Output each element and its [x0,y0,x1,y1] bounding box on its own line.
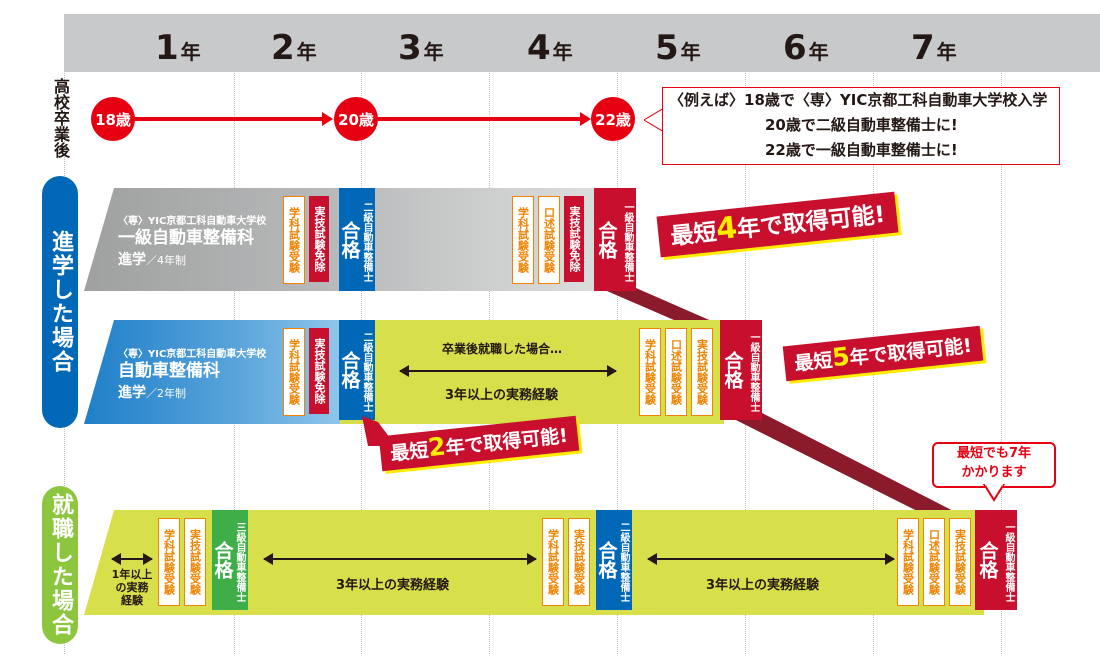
written-exam-r1: 学科試験受験 [283,196,305,284]
seven-years-bubble-tail [982,484,1006,502]
experience-label-r3-b: 3年以上の実務経験 [706,578,820,593]
written-exam-r3-b: 学科試験受験 [542,518,564,606]
practical-exempt-r1: 実技試験免除 [309,196,329,282]
written-exam-r2: 学科試験受験 [283,328,305,416]
timeline-arrow-2 [580,112,591,126]
pass-grade2-r2: 合格 二級自動車整備士 [339,320,375,420]
pass-grade2-r3: 合格 二級自動車整備士 [596,510,632,610]
practical-exam-r3-c: 実技試験受験 [949,518,971,606]
experience-1yr-label: 1年以上 の実務 経験 [111,568,153,607]
pass-grade1-r2: 合格 一級自動車整備士 [720,320,762,420]
example-callout: 〈例えば〉18歳で〈専〉YIC京都工科自動車大学校入学 20歳で二級自動車整備士… [662,87,1060,165]
practical-exam-r3-b: 実技試験受験 [568,518,590,606]
pass-grade1-r3: 合格 一級自動車整備士 [975,510,1017,610]
grid-line [873,14,874,654]
experience-label-r2: 3年以上の実務経験 [445,388,559,403]
oral-exam-r2: 口述試験受験 [665,328,687,416]
section-shingaku: 進学した場合 [42,176,78,428]
timeline-line-2 [360,117,582,121]
example-line-2: 20歳で二級自動車整備士に! [765,116,958,134]
experience-arrow-r3-b [647,553,895,565]
timeline-label: 高校卒業後 [51,78,70,158]
timeline-arrow-1 [322,112,333,126]
written-exam-r3-c: 学科試験受験 [897,518,919,606]
experience-arrow-r3-1yr [111,553,153,565]
experience-label-r3-a: 3年以上の実務経験 [336,578,450,593]
course-row1: 〈専〉YIC京都工科自動車大学校 一級自動車整備科 進学／4年制 [118,216,267,268]
oral-exam-r3: 口述試験受験 [923,518,945,606]
practical-exam-r3: 実技試験受験 [184,518,206,606]
practical-exempt-r1-b: 実技試験免除 [564,196,584,282]
callout-pointer [644,108,664,132]
written-exam-r2-b: 学科試験受験 [639,328,661,416]
oral-exam-r1: 口述試験受験 [538,196,560,284]
section-shushoku: 就職した場合 [42,486,78,644]
pass-grade1-r1: 合格 一級自動車整備士 [594,188,636,291]
age-20: 20歳 [334,97,378,141]
pass-grade2-r1: 合格 二級自動車整備士 [339,188,375,291]
age-22: 22歳 [591,97,635,141]
experience-arrow-r3-a [263,553,537,565]
practical-exempt-r2: 実技試験免除 [309,328,329,414]
after-graduation-label: 卒業後就職した場合… [442,342,563,356]
grid-line [1001,14,1002,654]
age-18: 18歳 [91,97,135,141]
written-exam-r1-b: 学科試験受験 [512,196,534,284]
course-row2: 〈専〉YIC京都工科自動車大学校 自動車整備科 進学／2年制 [118,349,267,401]
year-header [64,14,1100,72]
pass-grade3-r3: 合格 三級自動車整備士 [212,510,248,610]
practical-exam-r2: 実技試験受験 [691,328,713,416]
written-exam-r3: 学科試験受験 [158,518,180,606]
seven-years-bubble: 最短でも7年 かかります [932,442,1056,488]
example-line-3: 22歳で一級自動車整備士に! [765,141,958,159]
experience-arrow-r2 [399,365,617,377]
timeline-line-1 [110,117,325,121]
example-line-1: 〈例えば〉18歳で〈専〉YIC京都工科自動車大学校入学 [669,91,1048,109]
